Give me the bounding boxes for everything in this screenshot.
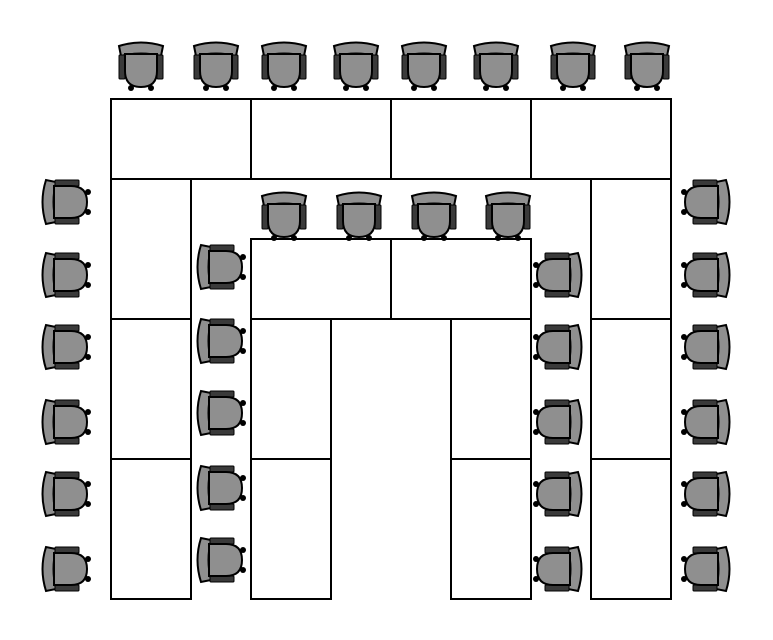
table-left-3: [110, 458, 192, 600]
office-chair-icon: [624, 41, 670, 92]
office-chair-icon: [680, 252, 731, 298]
office-chair-icon: [41, 324, 92, 370]
office-chair-icon: [41, 252, 92, 298]
inner-top-row-chairs: [261, 191, 531, 242]
office-chair-icon: [41, 179, 92, 225]
office-chair-icon: [333, 41, 379, 92]
table-left-1: [110, 178, 192, 320]
office-chair-icon: [41, 399, 92, 445]
office-chair-icon: [532, 546, 583, 592]
office-chair-icon: [196, 465, 247, 511]
office-chair-icon: [336, 191, 382, 242]
table-top-1: [110, 98, 252, 180]
inner-table-top-2: [390, 238, 532, 320]
office-chair-icon: [485, 191, 531, 242]
office-chair-icon: [550, 41, 596, 92]
office-chair-icon: [532, 471, 583, 517]
office-chair-icon: [118, 41, 164, 92]
office-chair-icon: [41, 546, 92, 592]
office-chair-icon: [401, 41, 447, 92]
outer-u-tables: [110, 98, 672, 600]
top-row-chairs: [118, 41, 670, 92]
inner-left-chairs: [196, 244, 247, 583]
office-chair-icon: [193, 41, 239, 92]
inner-table-left-2: [250, 458, 332, 600]
inner-table-left-1: [250, 318, 332, 460]
office-chair-icon: [261, 41, 307, 92]
office-chair-icon: [196, 390, 247, 436]
table-top-3: [390, 98, 532, 180]
inner-table-top-1: [250, 238, 392, 320]
office-chair-icon: [196, 244, 247, 290]
outer-left-chairs: [41, 179, 92, 592]
table-right-1: [590, 178, 672, 320]
inner-table-right-2: [450, 458, 532, 600]
office-chair-icon: [680, 324, 731, 370]
office-chair-icon: [680, 399, 731, 445]
office-chair-icon: [196, 537, 247, 583]
inner-u-tables: [250, 238, 532, 600]
office-chair-icon: [261, 191, 307, 242]
table-right-2: [590, 318, 672, 460]
office-chair-icon: [196, 318, 247, 364]
office-chair-icon: [532, 399, 583, 445]
office-chair-icon: [680, 471, 731, 517]
table-top-4: [530, 98, 672, 180]
table-left-2: [110, 318, 192, 460]
table-top-2: [250, 98, 392, 180]
office-chair-icon: [473, 41, 519, 92]
inner-table-right-1: [450, 318, 532, 460]
outer-right-chairs: [680, 179, 731, 592]
office-chair-icon: [41, 471, 92, 517]
office-chair-icon: [680, 546, 731, 592]
table-right-3: [590, 458, 672, 600]
office-chair-icon: [680, 179, 731, 225]
inner-right-chairs: [532, 252, 583, 592]
office-chair-icon: [411, 191, 457, 242]
office-chair-icon: [532, 324, 583, 370]
office-chair-icon: [532, 252, 583, 298]
